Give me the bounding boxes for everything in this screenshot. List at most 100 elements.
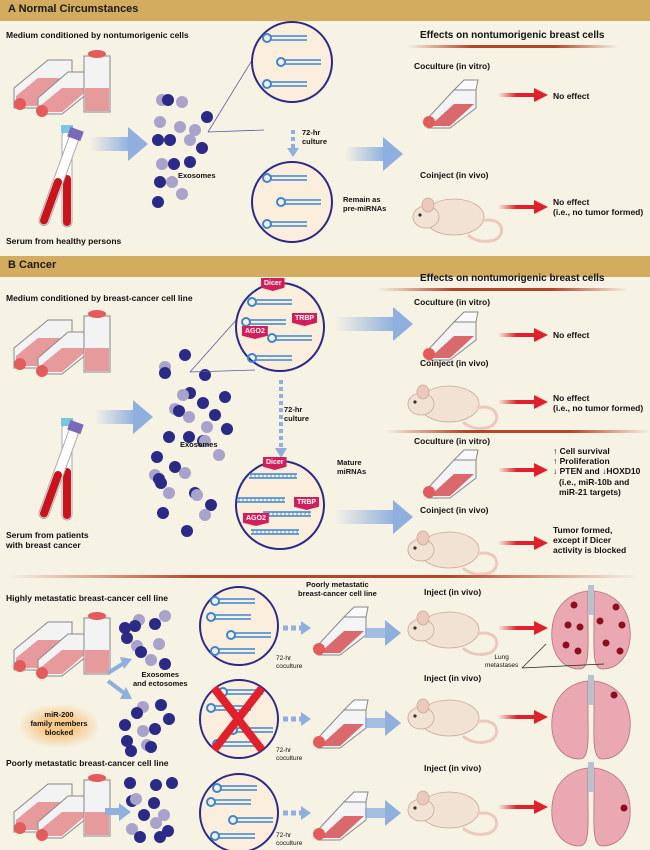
metastases-line2: metastases: [485, 661, 519, 669]
serum-line2: with breast cancer: [6, 540, 81, 551]
exosome: [145, 654, 157, 666]
exosome: [119, 719, 131, 731]
target-line1: Poorly metastatic: [306, 580, 369, 589]
mature-mirna-duplex: [263, 511, 311, 517]
exosome: [162, 94, 174, 106]
exosome: [154, 176, 166, 188]
exosome: [152, 196, 164, 208]
inject-label: Inject (in vivo): [424, 763, 482, 773]
pre-mirna-hairpin: [228, 815, 273, 825]
exosome: [183, 431, 195, 443]
mature-mirna-duplex: [237, 497, 285, 503]
inject-label: Inject (in vivo): [424, 673, 482, 683]
culture-line1: 72-hr: [284, 405, 303, 414]
culture-dashed-arrow-icon: [275, 380, 287, 458]
metastases-pointer-lines: [521, 643, 605, 669]
exosome: [184, 156, 196, 168]
exosome: [191, 489, 203, 501]
exosome: [179, 467, 191, 479]
lungs-icon: [551, 585, 631, 670]
exosome: [153, 473, 165, 485]
arrow-to-effects-icon: [335, 500, 413, 534]
arrow-icon: [105, 803, 131, 821]
metastasis-spot: [612, 603, 620, 611]
exosome-cluster: [152, 94, 213, 208]
exosome-cluster: [124, 777, 178, 843]
exosome: [159, 658, 171, 670]
effect-line1: No effect: [553, 197, 590, 207]
divider: [408, 45, 618, 48]
culture-flasks-icon: [13, 310, 111, 377]
target-line2: breast-cancer cell line: [298, 589, 377, 598]
result-line1: Remain as: [343, 195, 381, 204]
red-arrow-icon: [498, 463, 548, 477]
dicer-tag: Dicer: [261, 278, 285, 291]
blocked-highlight: [20, 705, 98, 747]
red-arrow-icon: [498, 395, 548, 409]
exosome-cluster: [149, 349, 233, 537]
poor-metastatic-source-label: Poorly metastatic breast-cancer cell lin…: [6, 758, 169, 768]
panel-b-mature-coculture-label: Coculture (in vitro): [414, 436, 491, 446]
trbp-label: TRBP: [295, 315, 315, 322]
culture-line1: 72-hr: [302, 128, 321, 137]
mouse-icon: [407, 384, 499, 430]
mouse-icon: [407, 790, 499, 836]
red-arrow-icon: [498, 710, 548, 724]
pre-mirna-hairpin: [262, 33, 307, 43]
effect-line: except if Dicer: [553, 535, 612, 546]
exosome: [163, 431, 175, 443]
effect-line: (i.e., miR-10b and: [559, 476, 630, 487]
exosome: [155, 699, 167, 711]
exosome: [189, 124, 201, 136]
pre-mirna-circle-after: [251, 161, 333, 243]
exosome: [119, 622, 131, 634]
exosome: [153, 638, 165, 650]
exosome: [174, 121, 186, 133]
exosome: [179, 349, 191, 361]
exosome: [173, 405, 185, 417]
panel-a-exosomes-label: Exosomes: [178, 171, 216, 180]
red-arrow-icon: [498, 621, 548, 635]
culture-flasks-icon: [13, 50, 111, 117]
flask-icon: [313, 699, 369, 749]
ago2-label: AGO2: [246, 515, 266, 522]
trbp-tag: TRBP: [292, 313, 318, 326]
effect-line: miR-21 targets): [559, 486, 621, 497]
exosome: [166, 176, 178, 188]
exosome: [176, 96, 188, 108]
culture-flasks-icon: [13, 612, 111, 679]
pre-mirna-hairpin: [247, 297, 292, 307]
coculture-line1: 72-hr: [276, 747, 292, 754]
exosome: [177, 389, 189, 401]
arrow-icon: [365, 800, 401, 826]
exosome: [135, 646, 147, 658]
pre-mirna-hairpin: [247, 353, 292, 363]
panel-b-header: B Cancer: [0, 256, 650, 277]
culture-line2: culture: [284, 414, 310, 423]
effect-line: ↑ Proliferation: [553, 456, 610, 467]
mouse-icon: [407, 698, 499, 744]
red-arrow-icon: [498, 536, 548, 550]
metastases-line1: Lung: [494, 654, 509, 661]
ago2-tag: AGO2: [243, 513, 269, 526]
exosome: [169, 461, 181, 473]
flask-cap: [423, 486, 435, 498]
panel-b-pre-coinject-label: Coinject (in vivo): [420, 358, 489, 368]
arrow-to-effects-icon: [335, 307, 413, 341]
culture-dashed-arrow-icon: [287, 130, 299, 157]
exosome: [184, 134, 196, 146]
pre-mirna-hairpin: [226, 630, 271, 640]
effect-line1: No effect: [553, 393, 590, 403]
exosome: [199, 509, 211, 521]
pre-mirna-hairpin: [267, 333, 312, 343]
arrow-icon: [365, 710, 401, 736]
panel-b-effects-header: Effects on nontumorigenic breast cells: [420, 273, 605, 284]
mature-mirna-duplex: [251, 529, 299, 535]
flask-cap: [313, 828, 325, 840]
